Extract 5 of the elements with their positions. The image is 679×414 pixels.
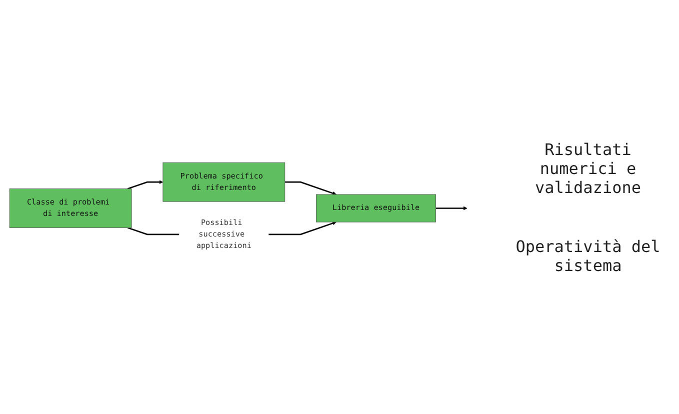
arrow bbox=[436, 206, 468, 210]
note-text: Operatività del sistema bbox=[514, 236, 662, 274]
arrow bbox=[127, 180, 164, 190]
note-text: Risultati numerici e validazione bbox=[534, 140, 642, 196]
arrow bbox=[284, 181, 336, 196]
